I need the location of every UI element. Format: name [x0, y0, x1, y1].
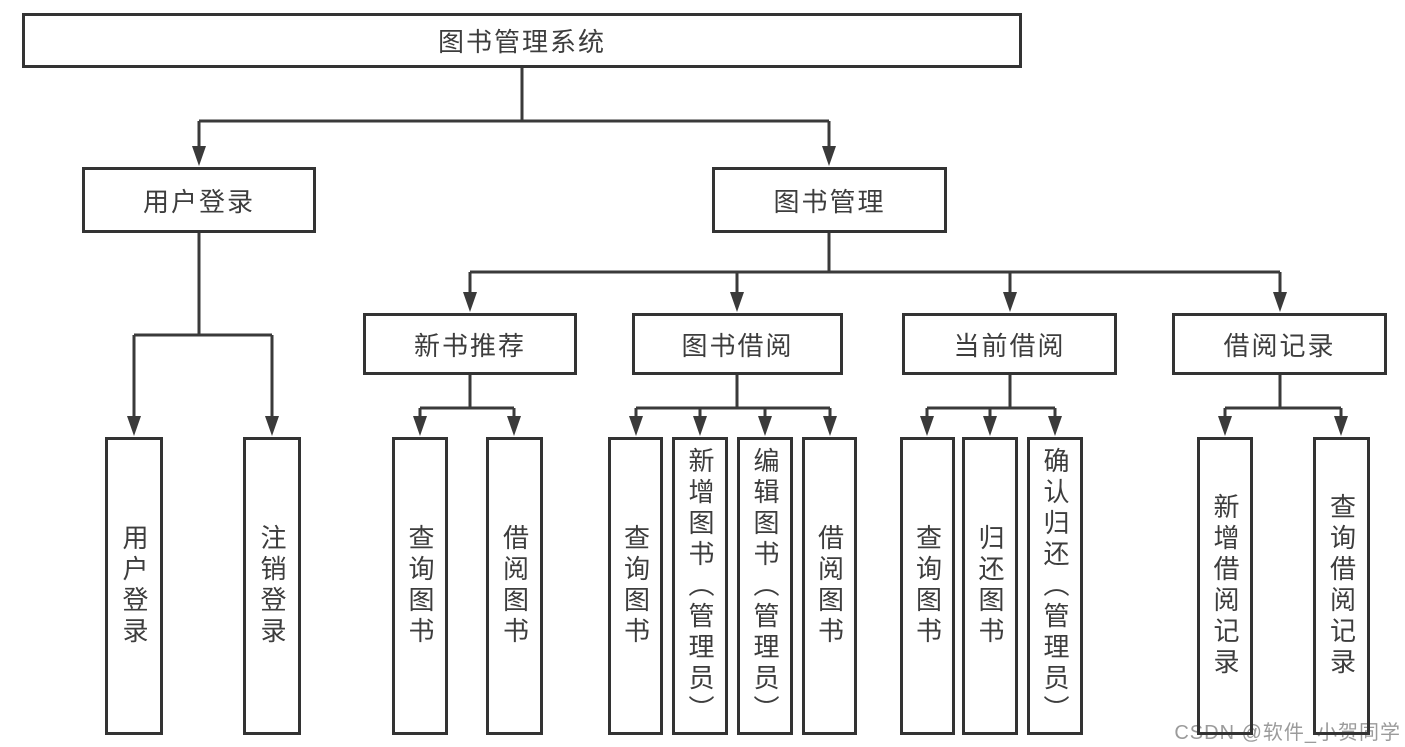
node-label: 借阅图书 — [814, 524, 845, 648]
node-leaf-bb-query-books: 查询图书 — [608, 437, 663, 735]
node-current-borrowing: 当前借阅 — [902, 313, 1117, 375]
arrowhead-icon — [629, 416, 643, 436]
arrowhead-icon — [192, 146, 206, 166]
node-label: 新书推荐 — [413, 330, 526, 361]
node-leaf-br-query-record: 查询借阅记录 — [1313, 437, 1370, 735]
node-leaf-bb-add-books-admin: 新增图书（管理员） — [672, 437, 728, 735]
node-label: 新增图书（管理员） — [685, 446, 715, 726]
arrowhead-icon — [758, 416, 772, 436]
arrowhead-icon — [1334, 416, 1348, 436]
arrowhead-icon — [823, 416, 837, 436]
node-label: 查询借阅记录 — [1326, 493, 1357, 679]
arrowhead-icon — [1218, 416, 1232, 436]
arrowhead-icon — [1003, 292, 1017, 312]
node-leaf-cb-confirm-return-admin: 确认归还（管理员） — [1027, 437, 1083, 735]
node-label: 编辑图书（管理员） — [750, 446, 780, 726]
node-label: 借阅图书 — [499, 524, 530, 648]
node-label: 查询图书 — [912, 524, 943, 648]
arrowhead-icon — [265, 416, 279, 436]
arrowhead-icon — [413, 416, 427, 436]
node-label: 图书管理系统 — [437, 27, 606, 57]
node-label: 图书管理 — [773, 186, 886, 217]
arrowhead-icon — [507, 416, 521, 436]
node-leaf-logout: 注销登录 — [243, 437, 301, 735]
node-borrow-records: 借阅记录 — [1172, 313, 1387, 375]
node-leaf-bb-edit-books-admin: 编辑图书（管理员） — [737, 437, 793, 735]
arrowhead-icon — [1048, 416, 1062, 436]
node-label: 当前借阅 — [953, 330, 1066, 361]
node-label: 用户登录 — [119, 524, 149, 648]
node-book-borrowing: 图书借阅 — [632, 313, 843, 375]
node-label: 用户登录 — [142, 186, 255, 217]
node-label: 查询图书 — [405, 524, 435, 648]
node-leaf-nb-query-books: 查询图书 — [392, 437, 448, 735]
node-label: 归还图书 — [975, 524, 1005, 648]
node-label: 查询图书 — [620, 524, 651, 648]
node-user-login: 用户登录 — [82, 167, 316, 233]
node-label: 确认归还（管理员） — [1040, 446, 1070, 726]
node-leaf-cb-query-books: 查询图书 — [900, 437, 955, 735]
arrowhead-icon — [822, 146, 836, 166]
node-leaf-user-login: 用户登录 — [105, 437, 163, 735]
node-library-management-system: 图书管理系统 — [22, 13, 1022, 68]
arrowhead-icon — [730, 292, 744, 312]
arrowhead-icon — [693, 416, 707, 436]
node-label: 注销登录 — [257, 524, 287, 648]
node-book-management: 图书管理 — [712, 167, 947, 233]
arrowhead-icon — [127, 416, 141, 436]
node-leaf-cb-return-books: 归还图书 — [962, 437, 1018, 735]
arrowhead-icon — [920, 416, 934, 436]
node-label: 图书借阅 — [681, 330, 794, 361]
node-leaf-nb-borrow-books: 借阅图书 — [486, 437, 543, 735]
node-new-book-recommendation: 新书推荐 — [363, 313, 577, 375]
arrowhead-icon — [463, 292, 477, 312]
csdn-watermark: CSDN @软件_小贺同学 — [1174, 722, 1401, 744]
node-leaf-br-add-record: 新增借阅记录 — [1197, 437, 1253, 735]
node-label: 借阅记录 — [1223, 330, 1336, 361]
arrowhead-icon — [1273, 292, 1287, 312]
arrowhead-icon — [983, 416, 997, 436]
node-label: 新增借阅记录 — [1210, 493, 1240, 679]
node-leaf-bb-borrow-books: 借阅图书 — [802, 437, 857, 735]
